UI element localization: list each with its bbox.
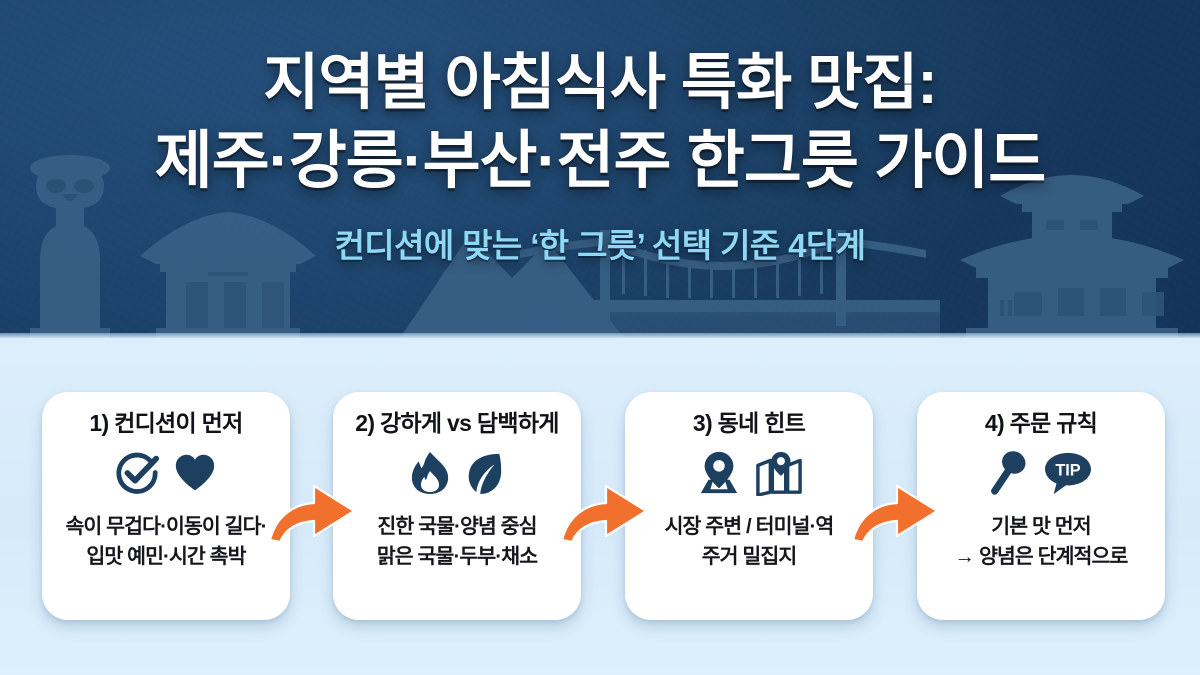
tip-speech-bubble-icon: TIP bbox=[1045, 453, 1091, 495]
heart-icon bbox=[175, 455, 215, 491]
step-card-4-icons: TIP bbox=[988, 450, 1094, 496]
tip-badge-label: TIP bbox=[1055, 462, 1080, 480]
step-card-2-icons bbox=[409, 450, 505, 496]
palace-window-details bbox=[1000, 220, 1164, 316]
header-titles: 지역별 아침식사 특화 맛집: 제주·강릉·부산·전주 한그릇 가이드 컨디션에… bbox=[0, 0, 1200, 267]
step-card-2-title: 2) 강하게 vs 담백하게 bbox=[355, 410, 559, 436]
suspension-bridge-icon bbox=[500, 230, 940, 338]
dol-hareubang-face bbox=[46, 179, 94, 201]
header-banner: 지역별 아침식사 특화 맛집: 제주·강릉·부산·전주 한그릇 가이드 컨디션에… bbox=[0, 0, 1200, 338]
page-subtitle: 컨디션에 맞는 ‘한 그릇’ 선택 기준 4단계 bbox=[334, 227, 866, 264]
location-pin-icon bbox=[700, 452, 738, 494]
hanok-gate-details bbox=[186, 272, 284, 328]
arrow-step3-to-step4 bbox=[851, 470, 941, 546]
step-card-4[interactable]: 4) 주문 규칙 TIP 기본 맛 먼저 → 양념은 단계적으로 bbox=[917, 392, 1165, 620]
leaf-icon bbox=[468, 454, 502, 495]
arrow-step1-to-step2 bbox=[268, 470, 358, 546]
step-card-2-description: 진한 국물·양념 중심 맑은 국물·두부·채소 bbox=[376, 515, 538, 568]
spoon-icon bbox=[991, 451, 1026, 496]
step-card-1-description: 속이 무겁다·이동이 길다· 입맛 예민·시간 촉박 bbox=[65, 515, 267, 568]
arrow-step2-to-step3 bbox=[560, 470, 650, 546]
step-card-2[interactable]: 2) 강하게 vs 담백하게 진한 국물·양념 중심 맑은 국물·두부·채소 bbox=[333, 392, 581, 620]
check-circle-icon bbox=[116, 453, 160, 495]
flame-icon bbox=[411, 452, 449, 495]
step-card-1-title: 1) 컨디션이 먼저 bbox=[89, 410, 243, 436]
step-card-3-title: 3) 동네 힌트 bbox=[692, 410, 806, 436]
step-card-3-icons bbox=[695, 450, 803, 497]
step-card-4-title: 4) 주문 규칙 bbox=[984, 410, 1098, 436]
step-card-3[interactable]: 3) 동네 힌트 시장 주변 / 터미널·역 주거 밀집지 bbox=[625, 392, 873, 620]
step-card-4-description: 기본 맛 먼저 → 양념은 단계적으로 bbox=[954, 515, 1129, 568]
step-card-1[interactable]: 1) 컨디션이 먼저 속이 무겁다·이동이 길다· 입맛 예민·시간 촉박 bbox=[42, 392, 290, 620]
step-card-1-icons bbox=[114, 450, 218, 496]
step-card-3-description: 시장 주변 / 터미널·역 주거 밀집지 bbox=[664, 515, 835, 568]
header-bottom-edge bbox=[0, 333, 1200, 338]
steps-section: 1) 컨디션이 먼저 속이 무겁다·이동이 길다· 입맛 예민·시간 촉박 2)… bbox=[0, 338, 1200, 675]
page-title-line-1: 지역별 아침식사 특화 맛집: bbox=[263, 48, 937, 116]
folded-map-icon bbox=[756, 452, 802, 497]
page-title-line-2: 제주·강릉·부산·전주 한그릇 가이드 bbox=[154, 126, 1046, 196]
